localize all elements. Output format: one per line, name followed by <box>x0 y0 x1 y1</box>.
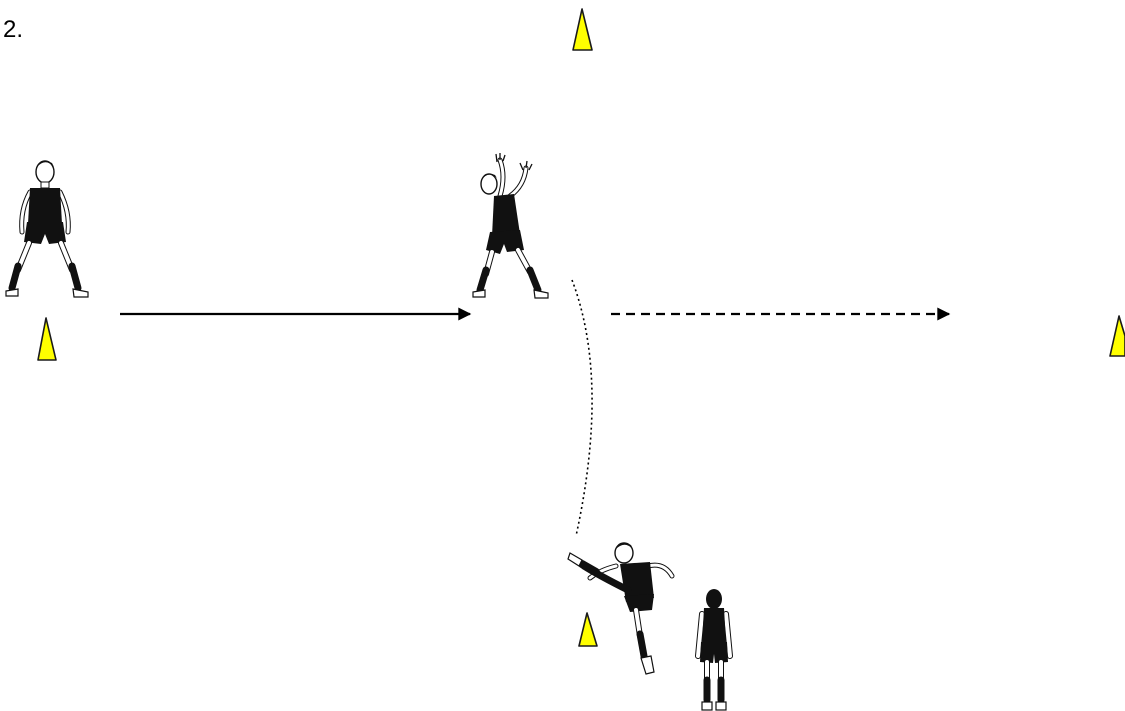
player-marking <box>472 153 549 299</box>
cone-top <box>572 8 593 51</box>
player-start-ready <box>5 160 89 298</box>
player-kicking <box>567 542 675 675</box>
player-waiting <box>695 589 733 711</box>
cone-left <box>37 317 57 361</box>
cone-bottom <box>578 612 598 647</box>
step-number-label: 2. <box>3 16 24 43</box>
kick-path-dotted <box>571 279 593 537</box>
cone-right <box>1109 315 1125 357</box>
